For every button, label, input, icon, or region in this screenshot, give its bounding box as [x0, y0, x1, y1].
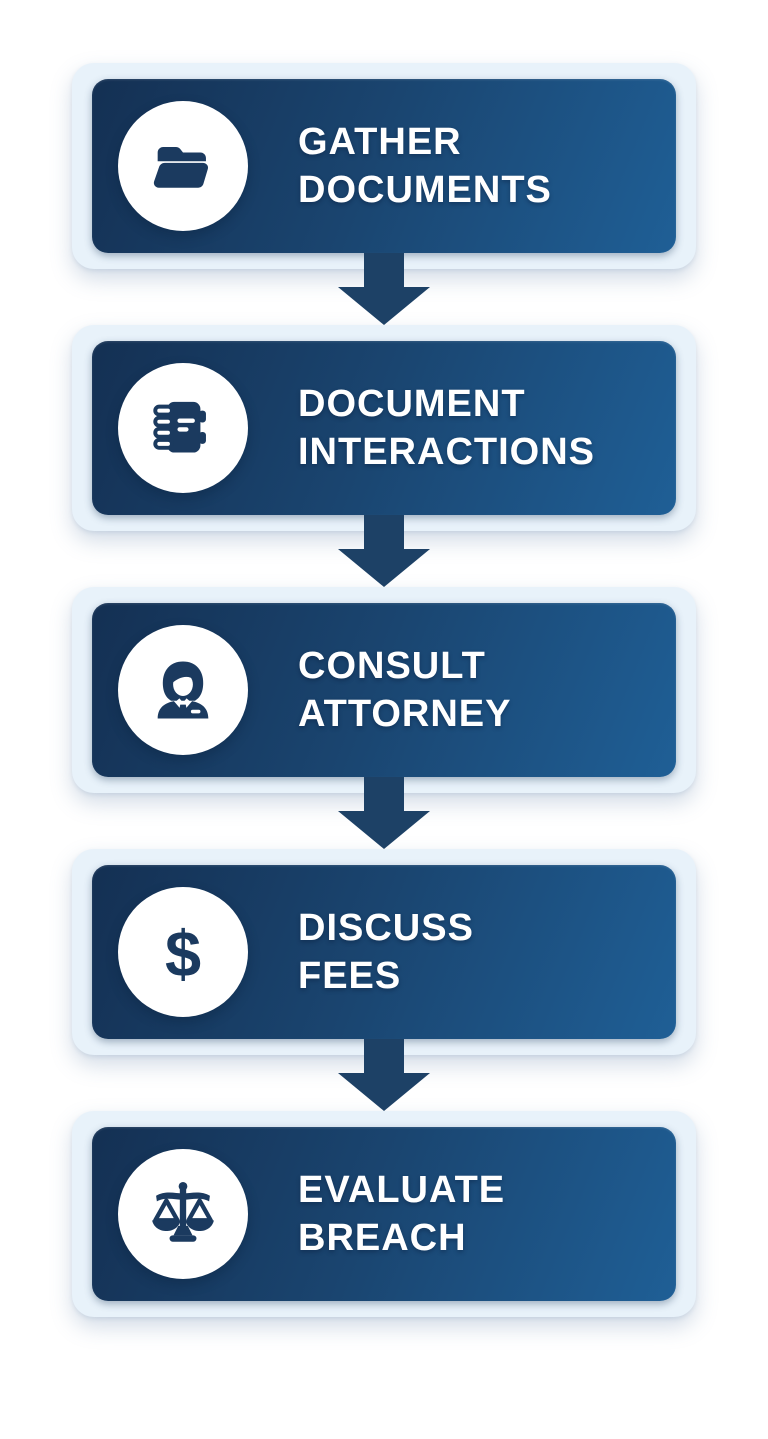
step-card: EVALUATE BREACH [92, 1127, 676, 1301]
step-card: CONSULT ATTORNEY [92, 603, 676, 777]
flow-arrow-down-icon [338, 515, 430, 587]
step-title: DISCUSS FEES [298, 904, 474, 1001]
step-title: EVALUATE BREACH [298, 1166, 505, 1263]
notebook-icon [153, 401, 206, 453]
step-title: DOCUMENT INTERACTIONS [298, 380, 595, 477]
step-box-discuss-fees: $ DISCUSS FEES [72, 849, 696, 1111]
step-title: GATHER DOCUMENTS [298, 118, 552, 215]
step-title-line2: DOCUMENTS [298, 169, 552, 211]
step-icon-circle [118, 101, 248, 231]
step-title-line1: DISCUSS [298, 906, 474, 949]
attorney-person-icon [157, 661, 209, 719]
step-icon-circle [118, 1149, 248, 1279]
step-icon-circle: $ [118, 887, 248, 1017]
step-icon-circle [118, 363, 248, 493]
step-card: DOCUMENT INTERACTIONS [92, 341, 676, 515]
step-icon-circle [118, 625, 248, 755]
step-title: CONSULT ATTORNEY [298, 642, 512, 739]
step-title-line1: CONSULT [298, 644, 486, 687]
step-box-document-interactions: DOCUMENT INTERACTIONS [72, 325, 696, 587]
flow-arrow-down-icon [338, 777, 430, 849]
step-title-line2: BREACH [298, 1217, 467, 1259]
step-title-line1: EVALUATE [298, 1168, 506, 1211]
step-box-gather-documents: GATHER DOCUMENTS [72, 63, 696, 325]
flow-arrow-down-icon [338, 253, 430, 325]
step-card: $ DISCUSS FEES [92, 865, 676, 1039]
step-box-consult-attorney: CONSULT ATTORNEY [72, 587, 696, 849]
step-title-line2: ATTORNEY [298, 693, 512, 735]
step-title-line1: GATHER [298, 120, 462, 163]
dollar-sign-icon: $ [165, 917, 201, 990]
step-title-line1: DOCUMENT [298, 382, 526, 425]
step-box-evaluate-breach: EVALUATE BREACH [72, 1111, 696, 1317]
svg-text:$: $ [165, 917, 201, 990]
scales-of-justice-icon [152, 1181, 214, 1242]
flowchart: GATHER DOCUMENTS [72, 63, 696, 1317]
open-folder-icon [153, 147, 209, 188]
step-title-line2: INTERACTIONS [298, 431, 595, 473]
flow-arrow-down-icon [338, 1039, 430, 1111]
step-title-line2: FEES [298, 955, 402, 997]
step-card: GATHER DOCUMENTS [92, 79, 676, 253]
